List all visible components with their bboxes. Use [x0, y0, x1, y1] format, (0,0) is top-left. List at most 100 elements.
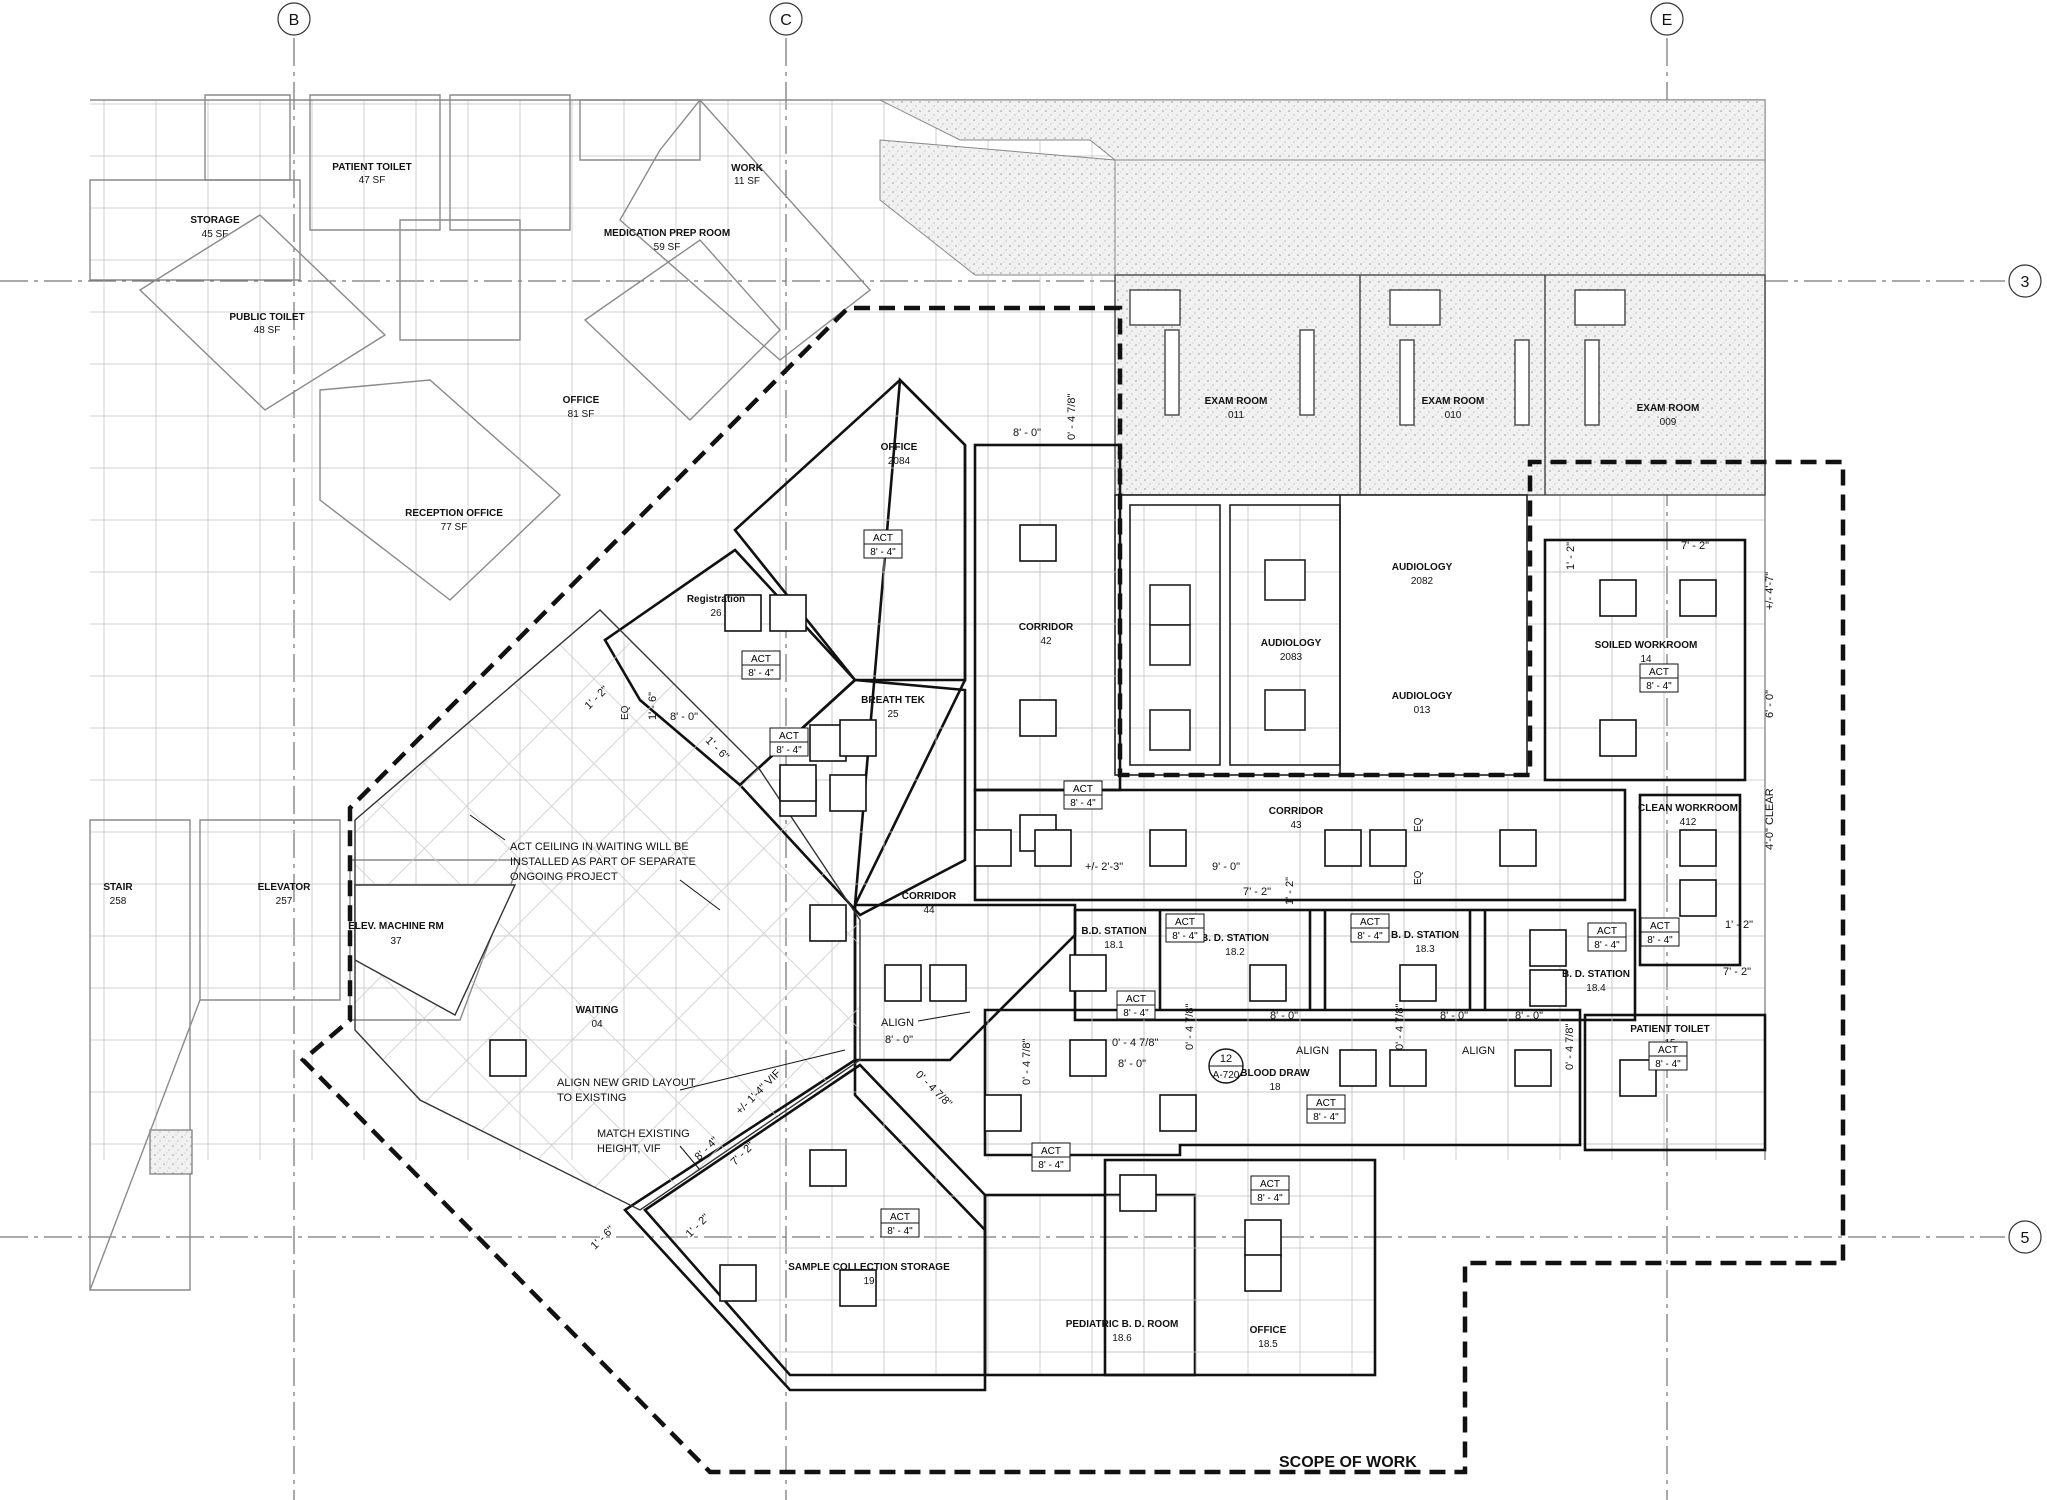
- dim-0-4-7-8-a: 0' - 4 7/8": [1184, 1004, 1196, 1050]
- act-tag: ACT 8' - 4": [1063, 780, 1103, 810]
- act-tag-height: 8' - 4": [1594, 940, 1620, 951]
- room-sample-collection-number: 19: [863, 1276, 875, 1287]
- room-bd-station-18-4-number: 18.4: [1586, 983, 1606, 994]
- room-audiology-013: AUDIOLOGY: [1392, 691, 1453, 702]
- act-tag-label: ACT: [1260, 1179, 1280, 1190]
- note-match-height-line-1: MATCH EXISTING: [597, 1128, 690, 1140]
- room-corridor-43-number: 43: [1290, 820, 1302, 831]
- dim-7-2-clean: 7' - 2": [1723, 966, 1751, 978]
- room-corridor-44: CORRIDOR: [902, 891, 957, 902]
- act-tag-label: ACT: [1041, 1146, 1061, 1157]
- dim-7-2-soiled: 7' - 2": [1681, 540, 1709, 552]
- grid-bubble-5: 5: [2008, 1220, 2042, 1254]
- dim-8-0-bd2: 8' - 0": [1440, 1010, 1468, 1022]
- act-tag-height: 8' - 4": [1646, 681, 1672, 692]
- dim-0-4-7-8-d: 0' - 4 7/8": [1021, 1039, 1033, 1085]
- room-exam-009: EXAM ROOM: [1637, 403, 1700, 414]
- dim-7-2-corridor: 7' - 2": [1243, 886, 1271, 898]
- act-tag-height: 8' - 4": [1655, 1059, 1681, 1070]
- room-patient-toilet-15: PATIENT TOILET: [1630, 1024, 1709, 1035]
- room-exam-009-number: 009: [1660, 417, 1677, 428]
- act-tag-label: ACT: [1658, 1045, 1678, 1056]
- room-office-18-5: OFFICE: [1250, 1325, 1287, 1336]
- dim-0-4-7-8-b: 0' - 4 7/8": [1394, 1004, 1406, 1050]
- room-registration-number: 26: [710, 608, 722, 619]
- room-blood-draw-number: 18: [1269, 1082, 1281, 1093]
- room-exam-011: EXAM ROOM: [1205, 396, 1268, 407]
- room-audiology-2083-number: 2083: [1280, 652, 1303, 663]
- dim-8-0-corr44: 8' - 0": [885, 1034, 913, 1046]
- grid-bubble-b: B: [277, 2, 311, 36]
- act-tag-label: ACT: [1650, 921, 1670, 932]
- room-audiology-013-number: 013: [1414, 705, 1431, 716]
- note-align-3: ALIGN: [1462, 1045, 1495, 1057]
- room-elev-machine-number: 37: [390, 936, 402, 947]
- note-act-ceiling-line-3: ONGOING PROJECT: [510, 871, 618, 883]
- room-storage-45: STORAGE: [190, 215, 240, 226]
- act-tag-label: ACT: [1597, 926, 1617, 937]
- room-exam-010-number: 010: [1445, 410, 1462, 421]
- grid-bubble-3-label: 3: [2021, 274, 2030, 291]
- grid-bubble-b-label: B: [289, 12, 300, 29]
- dim-1-2-clean: 1' - 2": [1725, 919, 1753, 931]
- room-medication-prep-area: 59 SF: [654, 242, 681, 253]
- room-audiology-2083: AUDIOLOGY: [1261, 638, 1322, 649]
- new-walls: [354, 377, 1767, 1392]
- room-office-81-area: 81 SF: [568, 409, 595, 420]
- act-tag-height: 8' - 4": [1647, 935, 1673, 946]
- dim-9-0: 9' - 0": [1212, 861, 1240, 873]
- room-clean-workroom-number: 412: [1680, 817, 1697, 828]
- room-office-2084: OFFICE: [881, 442, 918, 453]
- act-tag-label: ACT: [890, 1212, 910, 1223]
- note-act-ceiling-line-2: INSTALLED AS PART OF SEPARATE: [510, 856, 696, 868]
- room-pediatric-bd: PEDIATRIC B. D. ROOM: [1066, 1319, 1179, 1330]
- room-bd-station-18-1-number: 18.1: [1104, 940, 1124, 951]
- room-labels: PATIENT TOILET 47 SF STORAGE 45 SF PUBLI…: [103, 162, 1738, 1350]
- eq-mark-3: EQ: [620, 705, 631, 720]
- exam-room-block: [1114, 274, 1766, 496]
- section-marker-number: 12: [1220, 1053, 1232, 1065]
- room-sample-collection: SAMPLE COLLECTION STORAGE: [788, 1262, 950, 1273]
- act-tag: ACT 8' - 4": [1640, 917, 1680, 947]
- room-bd-station-18-1: B.D. STATION: [1081, 926, 1146, 937]
- room-bd-station-18-3: B. D. STATION: [1391, 930, 1459, 941]
- room-audiology-2082-number: 2082: [1411, 576, 1434, 587]
- room-exam-010: EXAM ROOM: [1422, 396, 1485, 407]
- room-audiology-2082: AUDIOLOGY: [1392, 562, 1453, 573]
- grid-bubble-5-label: 5: [2021, 1230, 2030, 1247]
- act-tag-height: 8' - 4": [1172, 931, 1198, 942]
- section-marker-sheet: A-720: [1213, 1070, 1240, 1081]
- act-tag-label: ACT: [1073, 784, 1093, 795]
- dim-4-7: +/- 4'-7": [1764, 572, 1776, 610]
- act-tag-height: 8' - 4": [1070, 798, 1096, 809]
- note-match-height-line-2: HEIGHT, VIF: [597, 1143, 661, 1155]
- room-medication-prep: MEDICATION PREP ROOM: [604, 228, 730, 239]
- dim-8-0-top: 8' - 0": [1013, 427, 1041, 439]
- note-align-grid-line-2: TO EXISTING: [557, 1092, 626, 1104]
- act-tag-label: ACT: [779, 731, 799, 742]
- grid-bubble-3: 3: [2008, 264, 2042, 298]
- room-public-toilet-area: 48 SF: [254, 325, 281, 336]
- dim-0-4-7-8-top: 0' - 4 7/8": [1066, 394, 1078, 440]
- room-work-11-area: 11 SF: [734, 176, 760, 187]
- room-storage-45-area: 45 SF: [202, 229, 229, 240]
- act-tag-height: 8' - 4": [1257, 1193, 1283, 1204]
- grid-bubble-c-label: C: [780, 12, 792, 29]
- act-tag-label: ACT: [1126, 994, 1146, 1005]
- light-fixtures: [489, 524, 1717, 1307]
- room-reception-office: RECEPTION OFFICE: [405, 508, 503, 519]
- room-bd-station-18-2-number: 18.2: [1225, 947, 1245, 958]
- dim-1-2-corridor: 1' - 2": [1284, 877, 1296, 905]
- grid-bubble-c: C: [769, 2, 803, 36]
- act-tag: ACT 8' - 4": [1648, 1041, 1688, 1071]
- room-corridor-44-number: 44: [923, 905, 935, 916]
- audiology-block: [1114, 494, 1528, 776]
- room-elevator-number: 257: [276, 896, 293, 907]
